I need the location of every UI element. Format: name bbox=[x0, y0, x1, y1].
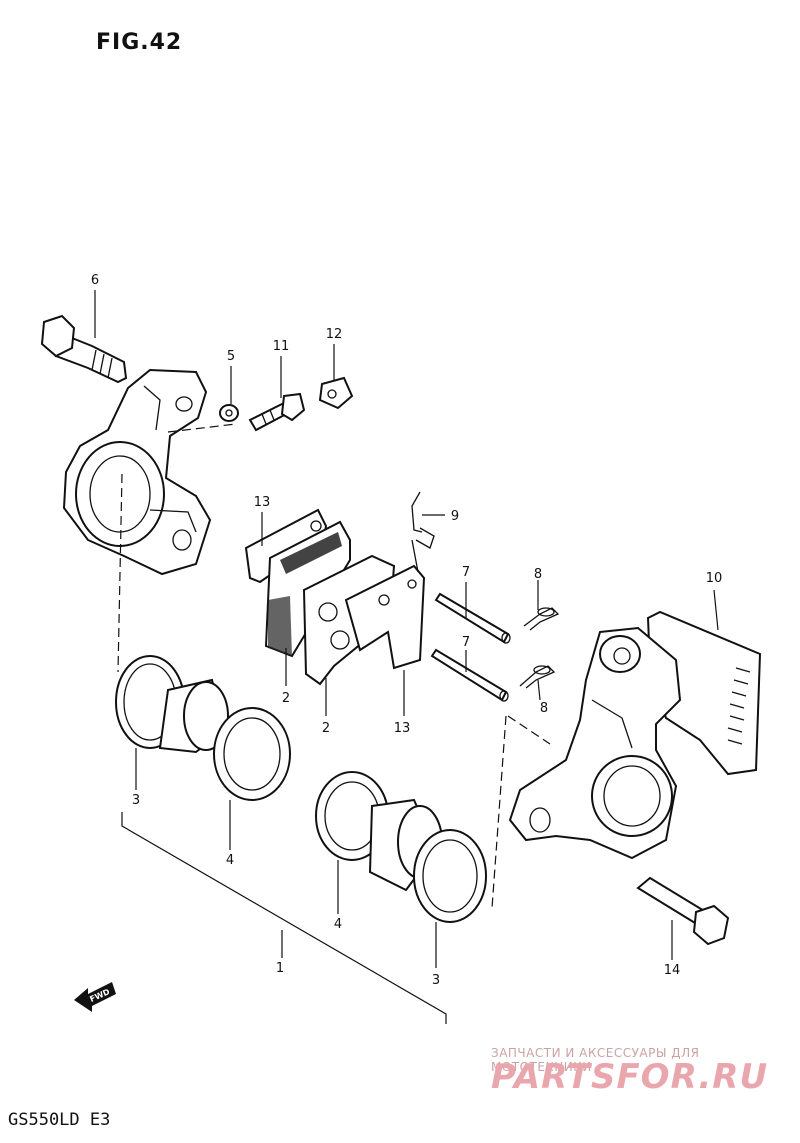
model-code: GS550LD E3 bbox=[8, 1110, 111, 1130]
figure-title: FIG.42 bbox=[96, 30, 183, 55]
callout-7-a: 7 bbox=[462, 565, 470, 580]
assembly-bracket-part-1 bbox=[121, 812, 447, 1024]
callout-7-b: 7 bbox=[462, 635, 470, 650]
callout-11: 11 bbox=[273, 339, 290, 354]
callout-9: 9 bbox=[451, 509, 459, 524]
callout-labels: 6 5 11 12 9 13 2 2 13 7 7 8 8 10 3 4 4 3… bbox=[91, 273, 722, 988]
callout-14: 14 bbox=[664, 963, 681, 978]
callout-1: 1 bbox=[276, 961, 284, 976]
callout-4-b: 4 bbox=[334, 917, 342, 932]
callout-8-a: 8 bbox=[534, 567, 542, 582]
washer-part-5 bbox=[219, 404, 239, 422]
bleeder-cap-part-12 bbox=[318, 376, 354, 410]
bolt-part-6 bbox=[40, 314, 128, 384]
shim-part-13-b bbox=[344, 564, 426, 670]
leader-lines bbox=[94, 290, 719, 968]
dust-seal-part-4-b bbox=[315, 771, 389, 861]
callout-8-b: 8 bbox=[540, 701, 548, 716]
dust-seal-part-4-a bbox=[213, 707, 291, 801]
callout-10: 10 bbox=[706, 571, 723, 586]
clip-part-8-b bbox=[519, 665, 556, 689]
alignment-lines bbox=[117, 423, 551, 909]
caliper-left-half bbox=[62, 368, 212, 576]
callout-3-b: 3 bbox=[432, 973, 440, 988]
pad-pin-part-7-a bbox=[434, 592, 511, 644]
callout-2-a: 2 bbox=[282, 691, 290, 706]
caliper-right-half bbox=[508, 626, 682, 860]
callout-4-a: 4 bbox=[226, 853, 234, 868]
piston-seal-part-3-b bbox=[413, 829, 487, 923]
bolt-part-14 bbox=[636, 876, 730, 946]
watermark-tagline: ЗАПЧАСТИ И АКСЕССУАРЫ ДЛЯ МОТОТЕХНИКИ bbox=[491, 1046, 700, 1074]
callout-5: 5 bbox=[227, 349, 235, 364]
callout-6: 6 bbox=[91, 273, 99, 288]
piston-a bbox=[158, 678, 229, 754]
pad-pin-part-7-b bbox=[430, 648, 509, 702]
callout-12: 12 bbox=[326, 327, 343, 342]
fwd-arrow: FWD bbox=[74, 982, 116, 1012]
bleeder-valve-part-11 bbox=[248, 392, 306, 432]
callout-13-a: 13 bbox=[254, 495, 271, 510]
pad-spring-part-9 bbox=[411, 491, 435, 573]
callout-2-b: 2 bbox=[322, 721, 330, 736]
callout-13-b: 13 bbox=[394, 721, 411, 736]
watermark-logo: PARTSFOR.RU bbox=[491, 1057, 769, 1097]
callout-3-a: 3 bbox=[132, 793, 140, 808]
clip-part-8-a bbox=[523, 607, 560, 631]
